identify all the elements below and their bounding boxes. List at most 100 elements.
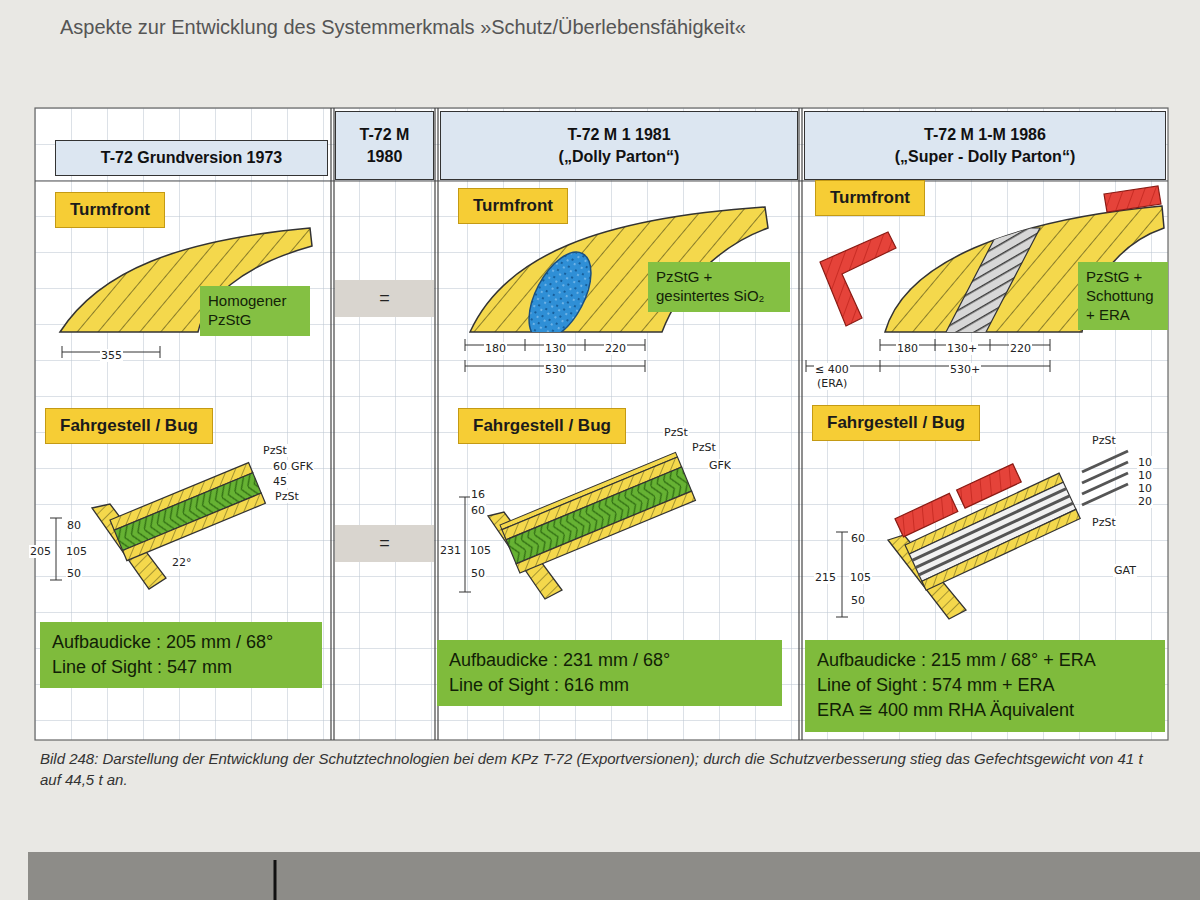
header-rule: [35, 180, 1168, 181]
era-block: [820, 232, 896, 326]
dimension-tick: [585, 339, 586, 351]
exploded-plate: [1082, 462, 1128, 483]
figure-panel: [35, 108, 1168, 740]
dimension-label: 45: [272, 475, 288, 488]
dimension-tick: [880, 339, 881, 351]
heading-text: („Dolly Parton“): [449, 146, 789, 168]
spaced-armour-insert: [945, 228, 1040, 334]
dimension-tick: [465, 339, 466, 351]
column-divider: [333, 108, 334, 740]
steel-layer: [516, 491, 695, 573]
summary-text: Aufbaudicke : 215 mm / 68° + ERA: [817, 648, 1153, 673]
summary-text: ERA ≅ 400 mm RHA Äquivalent: [817, 698, 1153, 723]
dimension-label: 180: [896, 342, 919, 355]
dimension-tick: [62, 346, 63, 358]
dimension-label: 530: [544, 363, 567, 376]
section-label: Fahrgestell / Bug: [812, 405, 980, 441]
dimension-tick: [1050, 360, 1051, 372]
thickness-summary: Aufbaudicke : 215 mm / 68° + ERALine of …: [805, 640, 1165, 732]
equals-text: =: [335, 288, 434, 309]
dimension-label: 10: [1137, 456, 1153, 469]
dimension-label: 22°: [171, 556, 193, 569]
dimension-tick: [160, 346, 161, 358]
material-text: PzStG + gesintertes SiO₂: [656, 268, 782, 306]
dimension-label: PzSt: [663, 426, 689, 439]
dimension-label: 50: [850, 594, 866, 607]
dimension-tick: [935, 339, 936, 351]
dimension-label: 20: [1137, 495, 1153, 508]
summary-text: Aufbaudicke : 205 mm / 68°: [52, 630, 310, 655]
dimension-label: PzSt: [1091, 434, 1117, 447]
figure-frame: [35, 108, 1168, 740]
dimension-tick: [836, 532, 848, 533]
dimension-label: PzSt: [1091, 516, 1117, 529]
section-label: Turmfront: [458, 188, 568, 224]
dimension-label: 180: [484, 342, 507, 355]
material-text: Homogener PzStG: [208, 292, 302, 330]
dimension-label: 130+: [946, 342, 978, 355]
dimension-label: 105: [469, 544, 492, 557]
section-text: Fahrgestell / Bug: [827, 413, 965, 433]
summary-text: Line of Sight : 547 mm: [52, 655, 310, 680]
material-text: PzStG + Schottung + ERA: [1086, 268, 1160, 324]
column-heading: T-72 M 1-M 1986(„Super - Dolly Parton“): [804, 111, 1166, 180]
dimension-tick: [465, 360, 466, 372]
dimension-label: 205: [29, 545, 52, 558]
dimension-tick: [836, 617, 848, 618]
section-label: Turmfront: [55, 192, 165, 228]
column-divider: [434, 108, 435, 740]
material-label: PzStG + Schottung + ERA: [1078, 262, 1168, 330]
dimension-label: 80: [66, 519, 82, 532]
section-text: Turmfront: [473, 196, 553, 216]
dimension-tick: [50, 518, 62, 519]
dimension-label: 215: [814, 571, 837, 584]
dimension-tick: [645, 339, 646, 351]
section-label: Turmfront: [815, 180, 925, 216]
dimension-tick: [645, 360, 646, 372]
turret-section: [885, 206, 1164, 332]
dimension-label: 220: [604, 342, 627, 355]
dimension-label: (ERA): [816, 377, 848, 390]
equals-text: =: [335, 533, 434, 554]
column-heading: T-72 M 1980: [335, 111, 434, 180]
section-text: Fahrgestell / Bug: [473, 416, 611, 436]
heading-text: T-72 M 1980: [344, 124, 425, 167]
dimension-label: 220: [1009, 342, 1032, 355]
thickness-summary: Aufbaudicke : 231 mm / 68°Line of Sight …: [437, 640, 782, 706]
running-head: Aspekte zur Entwicklung des Systemmerkma…: [60, 16, 746, 39]
exploded-plate: [1082, 473, 1128, 494]
next-figure-line: [274, 860, 277, 900]
dimension-tick: [50, 580, 62, 581]
material-label: Homogener PzStG: [200, 286, 310, 336]
summary-text: Line of Sight : 574 mm + ERA: [817, 673, 1153, 698]
heading-text: T-72 M 1-M 1986: [813, 124, 1157, 146]
heading-text: T-72 Grundversion 1973: [64, 147, 319, 169]
dimension-label: ≤ 400: [814, 363, 850, 376]
figure-caption: Bild 248: Darstellung der Entwicklung de…: [40, 748, 1165, 790]
dimension-label: 105: [65, 545, 88, 558]
exploded-plate: [1082, 484, 1128, 505]
heading-text: T-72 M 1 1981: [449, 124, 789, 146]
dimension-label: GAT: [1113, 564, 1137, 577]
spaced-plate: [919, 503, 1073, 575]
section-label: Fahrgestell / Bug: [458, 408, 626, 444]
dimension-label: 105: [849, 571, 872, 584]
dimension-label: PzSt: [691, 441, 717, 454]
dimension-line: [56, 518, 57, 580]
dimension-label: 60: [850, 532, 866, 545]
dimension-tick: [525, 339, 526, 351]
dimension-label: 130: [544, 342, 567, 355]
dimension-label: GFK: [708, 459, 732, 472]
dimension-label: 355: [100, 349, 123, 362]
dimension-tick: [806, 360, 807, 372]
dimension-label: 10: [1137, 482, 1153, 495]
dimension-tick: [459, 592, 471, 593]
dimension-label: GFK: [290, 460, 314, 473]
equals-sign: =: [335, 280, 434, 317]
dimension-line: [465, 497, 466, 592]
grid-paper: [35, 108, 1168, 740]
column-divider: [801, 108, 802, 740]
exploded-plate: [1082, 451, 1128, 472]
dimension-label: PzSt: [274, 490, 300, 503]
